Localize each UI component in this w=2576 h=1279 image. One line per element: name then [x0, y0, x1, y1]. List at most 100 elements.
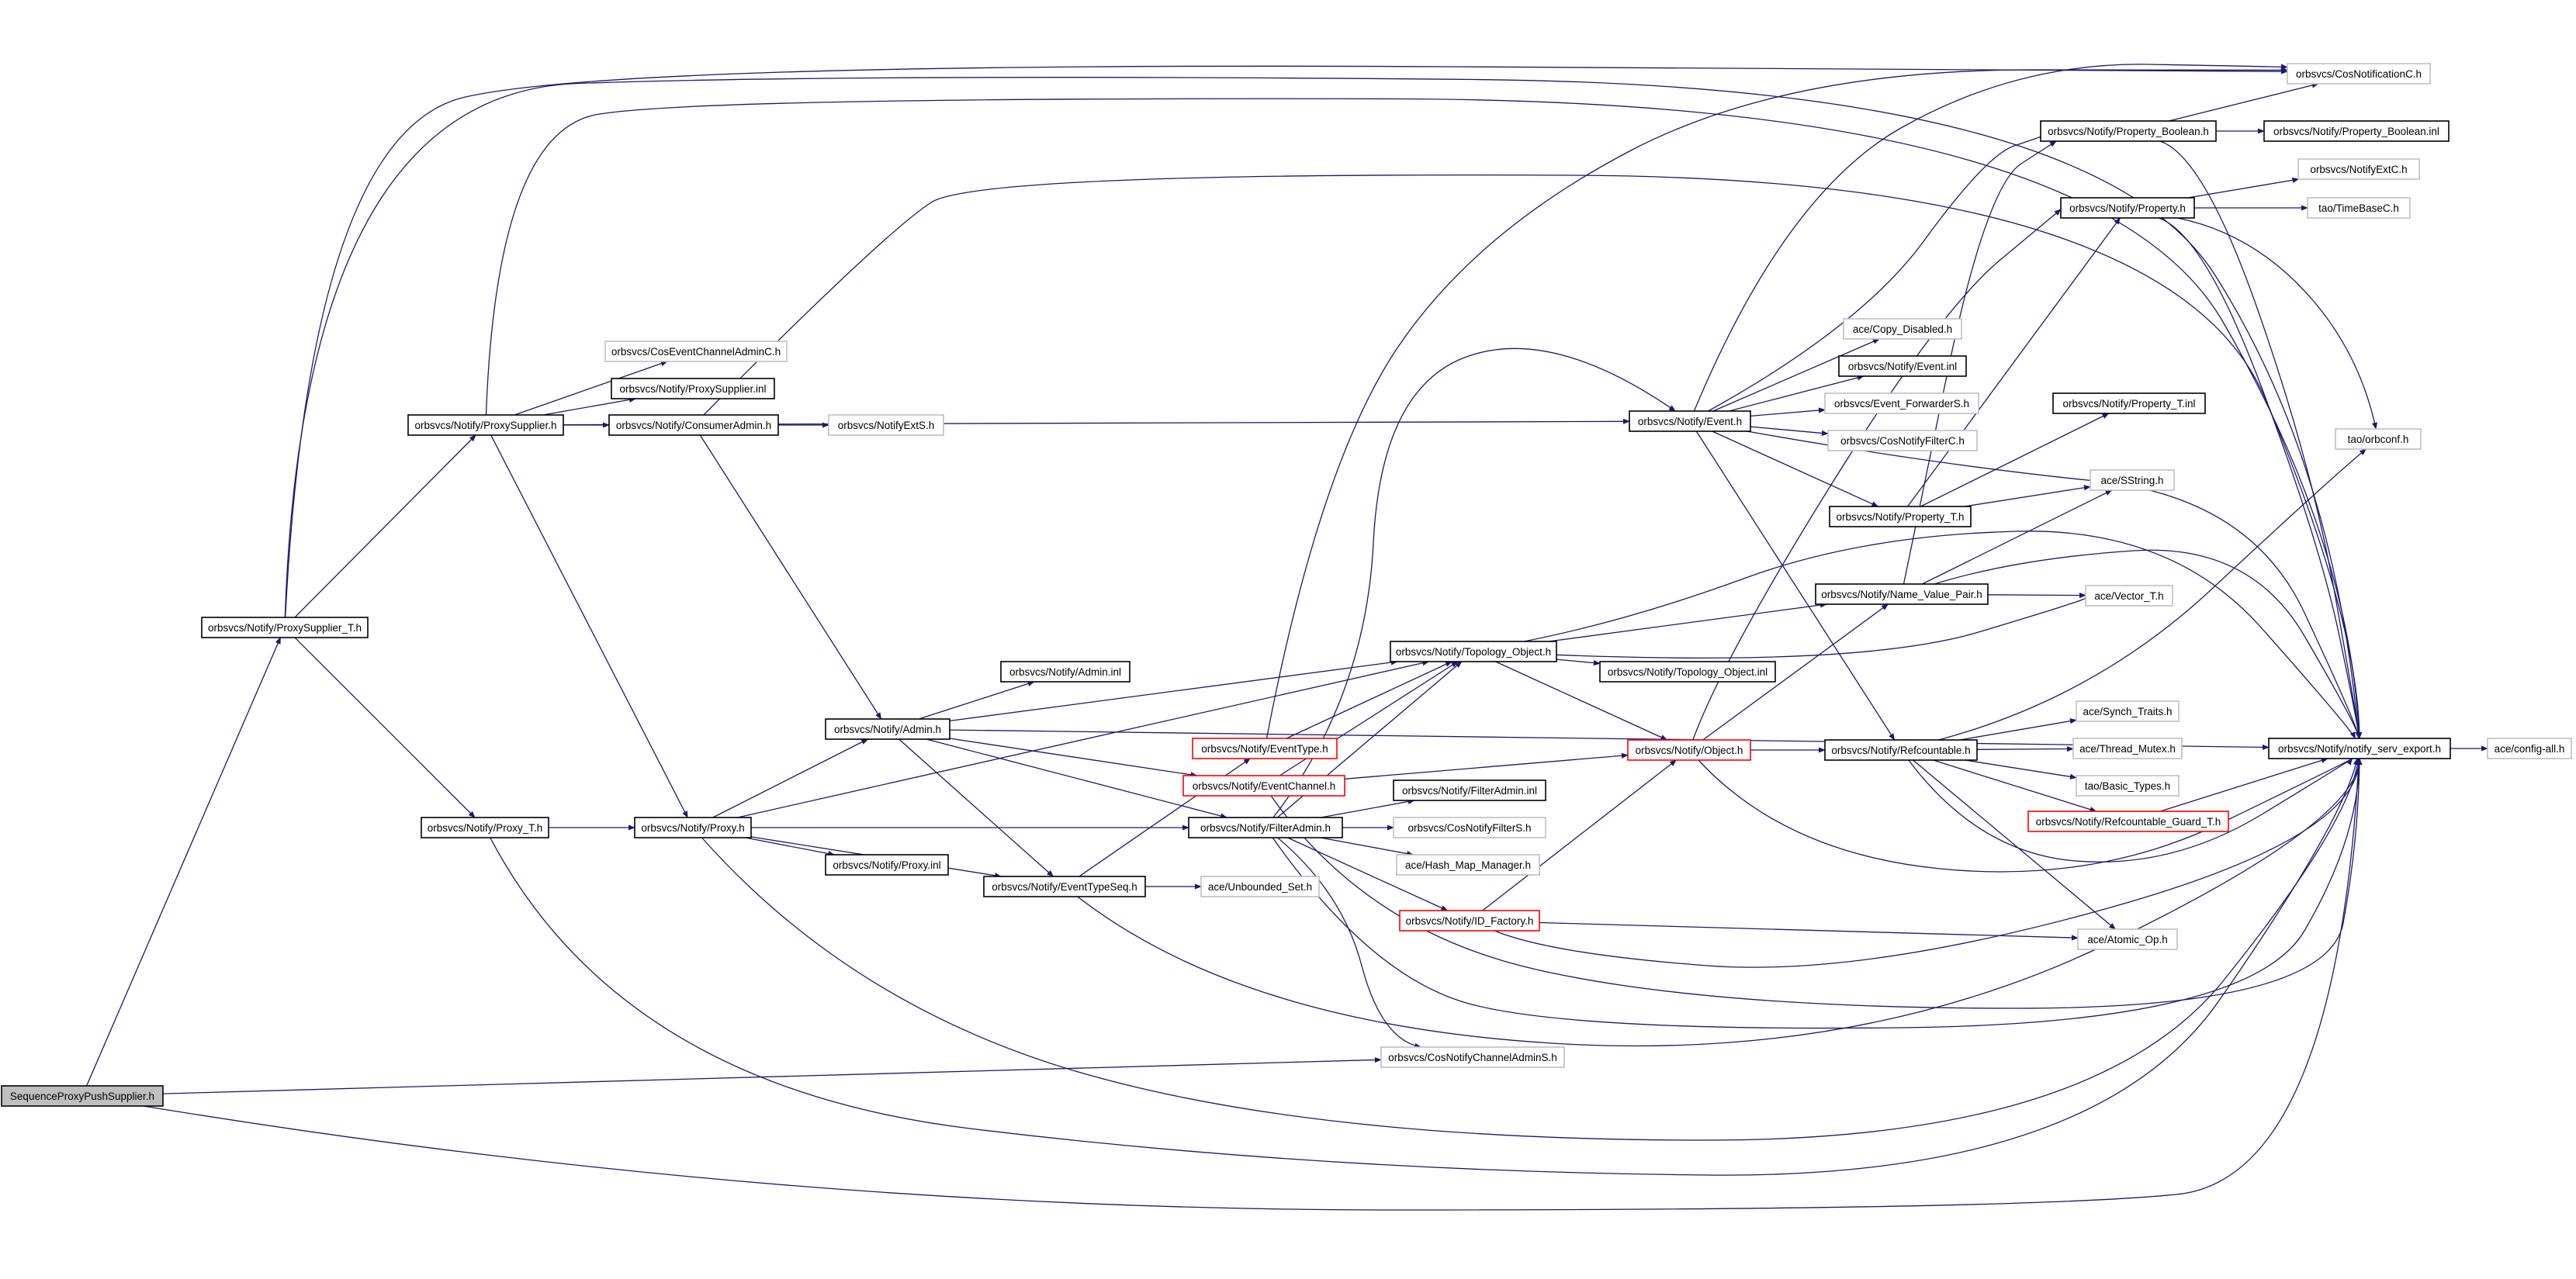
node-vector[interactable]: ace/Vector_T.h — [2085, 585, 2173, 607]
node-config[interactable]: ace/config-all.h — [2487, 738, 2572, 759]
node-proxyT[interactable]: orbsvcs/Notify/Proxy_T.h — [421, 817, 549, 838]
node-label: orbsvcs/Notify/Property_T.h — [1836, 511, 1964, 523]
node-box — [2076, 775, 2180, 797]
edge-prop-to-orbconf — [2177, 217, 2378, 430]
node-cnfc[interactable]: orbsvcs/CosNotifyFilterC.h — [1827, 430, 1978, 451]
node-sstring[interactable]: ace/SString.h — [2090, 469, 2175, 491]
edge-root-to-pst — [86, 637, 281, 1087]
node-ref[interactable]: orbsvcs/Notify/Refcountable.h — [1824, 739, 1978, 761]
node-atomic[interactable]: ace/Atomic_Op.h — [2077, 928, 2178, 950]
node-box — [2060, 197, 2195, 219]
node-box — [2268, 738, 2451, 759]
node-box — [1843, 318, 1962, 340]
node-psinl[interactable]: orbsvcs/Notify/ProxySupplier.inl — [611, 378, 775, 399]
node-cncas[interactable]: orbsvcs/CosNotifyChannelAdminS.h — [1380, 1046, 1565, 1068]
node-nvp[interactable]: orbsvcs/Notify/Name_Value_Pair.h — [1815, 583, 1989, 605]
node-label: orbsvcs/Notify/Object.h — [1636, 745, 1743, 756]
node-toinl[interactable]: orbsvcs/Notify/Topology_Object.inl — [1599, 661, 1776, 683]
node-nextc[interactable]: orbsvcs/NotifyExtC.h — [2297, 158, 2420, 180]
edge-fa-to-cncas — [1277, 837, 1422, 1049]
node-box — [1599, 661, 1776, 683]
node-thread[interactable]: ace/Thread_Mutex.h — [2072, 738, 2183, 759]
node-ets[interactable]: orbsvcs/Notify/EventTypeSeq.h — [983, 876, 1146, 897]
edge-fa-to-idf — [1287, 837, 1449, 911]
node-pbinl[interactable]: orbsvcs/Notify/Property_Boolean.inl — [2263, 120, 2450, 142]
node-label: orbsvcs/Notify/Topology_Object.h — [1396, 646, 1551, 658]
node-event[interactable]: orbsvcs/Notify/Event.h — [1629, 410, 1751, 432]
node-unb[interactable]: ace/Unbounded_Set.h — [1200, 876, 1320, 897]
node-cecac[interactable]: orbsvcs/CosEventChannelAdminC.h — [604, 340, 788, 362]
node-box — [2297, 158, 2420, 180]
edge-pst-to-nse — [284, 77, 2361, 739]
edge-prop-to-nextc — [2187, 177, 2300, 199]
node-label: orbsvcs/Notify/Admin.h — [834, 724, 941, 735]
node-prop[interactable]: orbsvcs/Notify/Property.h — [2060, 197, 2195, 219]
edge-nvp-to-vector — [1987, 592, 2086, 599]
node-label: orbsvcs/CosNotifyFilterC.h — [1840, 435, 1965, 447]
node-box — [611, 378, 775, 399]
node-label: orbsvcs/CosNotifyFilterS.h — [1407, 822, 1531, 834]
node-efs[interactable]: orbsvcs/Event_ForwarderS.h — [1824, 392, 1979, 414]
edge-nvp-to-pb — [1903, 140, 2057, 585]
node-root[interactable]: SequenceProxyPushSupplier.h — [1, 1085, 164, 1107]
node-box — [2027, 811, 2229, 832]
edge-pst-to-ps — [294, 434, 476, 618]
node-box — [1399, 910, 1540, 932]
node-label: orbsvcs/Notify/notify_serv_export.h — [2278, 743, 2441, 755]
node-box — [2085, 585, 2173, 607]
node-label: orbsvcs/Notify/Proxy_T.h — [428, 822, 543, 834]
node-idf[interactable]: orbsvcs/Notify/ID_Factory.h — [1399, 910, 1540, 932]
node-box — [2287, 63, 2431, 85]
edge-obj-to-nse — [1698, 758, 2353, 873]
node-rgt[interactable]: orbsvcs/Notify/Refcountable_Guard_T.h — [2027, 811, 2229, 832]
node-et[interactable]: orbsvcs/Notify/EventType.h — [1192, 738, 1338, 759]
node-nse[interactable]: orbsvcs/Notify/notify_serv_export.h — [2268, 738, 2451, 759]
node-eventinl[interactable]: orbsvcs/Notify/Event.inl — [1838, 355, 1967, 377]
node-propT[interactable]: orbsvcs/Notify/Property_T.h — [1829, 506, 1972, 527]
node-admin[interactable]: orbsvcs/Notify/Admin.h — [825, 718, 950, 740]
node-admininl[interactable]: orbsvcs/Notify/Admin.inl — [1000, 661, 1130, 683]
edges-layer — [86, 64, 2488, 1211]
node-box — [2263, 120, 2450, 142]
node-ca[interactable]: orbsvcs/Notify/ConsumerAdmin.h — [608, 414, 779, 436]
node-box — [2090, 469, 2175, 491]
node-label: ace/Unbounded_Set.h — [1208, 881, 1312, 893]
node-box — [1393, 817, 1546, 838]
edge-idf-to-obj — [1482, 759, 1678, 911]
edge-admin-to-to — [949, 659, 1398, 722]
edge-ref-to-orbconf — [1938, 448, 2367, 741]
node-copy[interactable]: ace/Copy_Disabled.h — [1843, 318, 1962, 340]
node-basic[interactable]: tao/Basic_Types.h — [2076, 775, 2180, 797]
node-ps[interactable]: orbsvcs/Notify/ProxySupplier.h — [407, 414, 564, 436]
node-proxyinl[interactable]: orbsvcs/Notify/Proxy.inl — [825, 854, 949, 876]
node-hmm[interactable]: ace/Hash_Map_Manager.h — [1396, 854, 1540, 876]
edge-event-to-efs — [1750, 407, 1826, 417]
node-box — [2077, 928, 2178, 950]
node-label: orbsvcs/Notify/Property_Boolean.inl — [2273, 126, 2439, 137]
edge-event-to-nse — [1747, 430, 2362, 739]
node-propTinl[interactable]: orbsvcs/Notify/Property_T.inl — [2052, 392, 2206, 414]
node-label: orbsvcs/Notify/ProxySupplier.h — [414, 420, 556, 431]
node-label: orbsvcs/Notify/Event.h — [1638, 416, 1742, 427]
node-orbconf[interactable]: tao/orbconf.h — [2335, 428, 2422, 450]
node-tbc[interactable]: tao/TimeBaseC.h — [2307, 197, 2411, 219]
edge-obj-to-prop — [1692, 209, 2062, 741]
node-obj[interactable]: orbsvcs/Notify/Object.h — [1627, 739, 1751, 761]
node-box — [2335, 428, 2422, 450]
node-synch[interactable]: ace/Synch_Traits.h — [2076, 700, 2180, 722]
node-box — [1182, 775, 1345, 797]
node-fa[interactable]: orbsvcs/Notify/FilterAdmin.h — [1188, 817, 1343, 838]
node-ec[interactable]: orbsvcs/Notify/EventChannel.h — [1182, 775, 1345, 797]
node-box — [604, 340, 788, 362]
node-cnc[interactable]: orbsvcs/CosNotificationC.h — [2287, 63, 2431, 85]
edge-fa-to-hmm — [1320, 837, 1414, 857]
node-to[interactable]: orbsvcs/Notify/Topology_Object.h — [1390, 641, 1557, 662]
node-fainl[interactable]: orbsvcs/Notify/FilterAdmin.inl — [1393, 779, 1546, 801]
node-proxy[interactable]: orbsvcs/Notify/Proxy.h — [634, 817, 752, 838]
node-pb[interactable]: orbsvcs/Notify/Property_Boolean.h — [2040, 120, 2217, 142]
node-pst[interactable]: orbsvcs/Notify/ProxySupplier_T.h — [201, 617, 369, 638]
node-box — [1827, 430, 1978, 451]
node-cnfs[interactable]: orbsvcs/CosNotifyFilterS.h — [1393, 817, 1546, 838]
node-nexts[interactable]: orbsvcs/NotifyExtS.h — [828, 414, 944, 436]
node-box — [1824, 739, 1978, 761]
